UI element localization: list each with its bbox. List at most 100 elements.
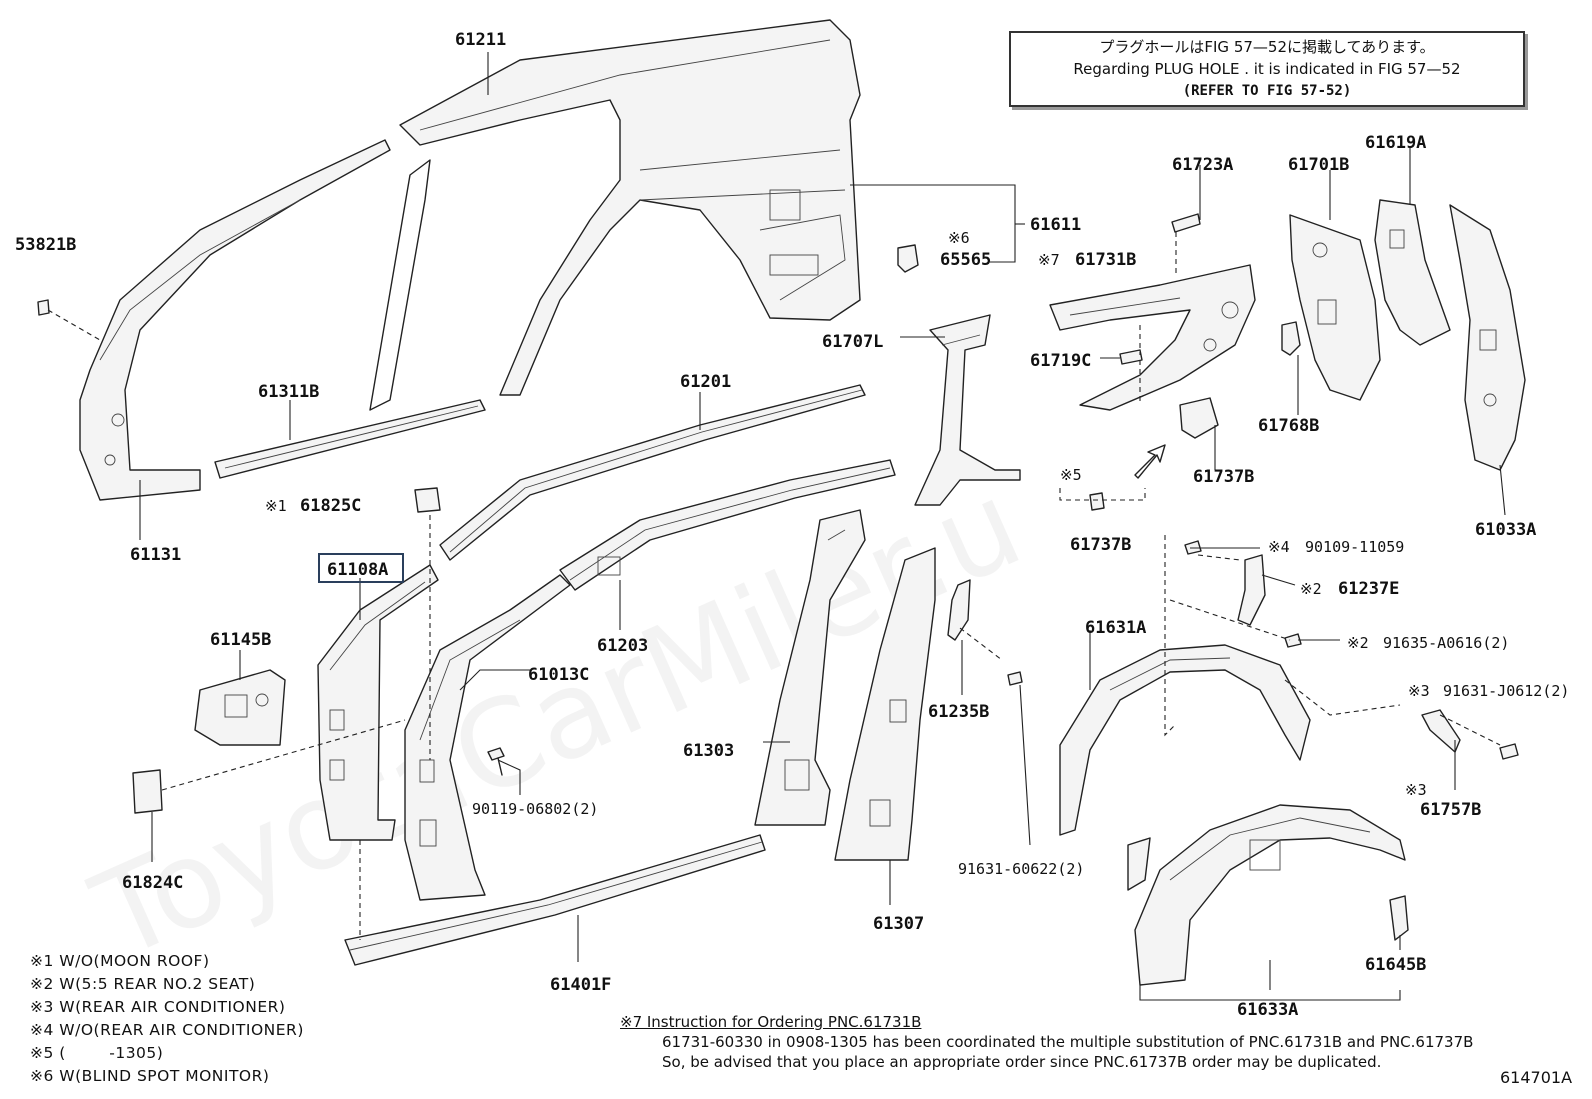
part-shape-61201 [439, 384, 866, 561]
part-shape-61311B [214, 399, 486, 479]
prefix-61825C: ※1 [265, 497, 287, 515]
prefix-91635: ※2 [1347, 634, 1369, 652]
legend-item: ※3 W(REAR AIR CONDITIONER) [30, 998, 286, 1016]
part-labels: 61211 61611 ※6 65565 53821B 61311B 61131… [15, 30, 1569, 1020]
label-61211[interactable]: 61211 [455, 30, 506, 50]
highlight-selected-part [318, 553, 404, 583]
part-shape-61824C [132, 769, 163, 814]
part-shape-61701B [1289, 214, 1381, 401]
label-53821B[interactable]: 53821B [15, 235, 76, 255]
part-shape-61033A [1449, 204, 1526, 471]
prefix-65565: ※6 [948, 229, 970, 247]
leader-lines [139, 52, 1506, 1001]
part-shape-61737B-small [1089, 492, 1105, 511]
legend-item: ※5 ( -1305) [30, 1044, 164, 1062]
label-91631-60622[interactable]: 91631-60622(2) [958, 860, 1084, 878]
part-shape-61631A [1059, 644, 1311, 836]
part-shape-61145B [194, 669, 286, 746]
label-61825C[interactable]: 61825C [300, 496, 361, 516]
legend-item: ※2 W(5:5 REAR NO.2 SEAT) [30, 975, 256, 993]
instruction-line-1: 61731-60330 in 0908-1305 has been coordi… [662, 1033, 1474, 1051]
part-shape-53821B [37, 299, 50, 316]
label-61401F[interactable]: 61401F [550, 975, 611, 995]
part-shape-screw-60622 [1007, 671, 1023, 686]
instruction-title: ※7 Instruction for Ordering PNC.61731B [620, 1013, 922, 1031]
label-61633A[interactable]: 61633A [1237, 1000, 1298, 1020]
plug-hole-notice: プラグホールはFIG 57—52に掲載してあります。 Regarding PLU… [1009, 31, 1525, 107]
label-65565[interactable]: 65565 [940, 250, 991, 270]
part-shape-61723A [1171, 213, 1201, 233]
notice-line-en: Regarding PLUG HOLE . it is indicated in… [1073, 60, 1461, 78]
part-shape-61731B [1049, 264, 1256, 411]
label-61108A[interactable]: 61108A [327, 560, 388, 580]
part-shape-61131 [79, 139, 391, 501]
part-shape-91635 [1284, 633, 1302, 648]
prefix-91631-J0612: ※3 [1408, 682, 1430, 700]
label-61631A[interactable]: 61631A [1085, 618, 1146, 638]
prefix-61731B: ※7 [1038, 251, 1060, 269]
label-61757B[interactable]: 61757B [1420, 800, 1481, 820]
label-61201[interactable]: 61201 [680, 372, 731, 392]
notice-line-jp: プラグホールはFIG 57—52に掲載してあります。 [1099, 38, 1435, 56]
label-91635[interactable]: 91635-A0616(2) [1383, 634, 1509, 652]
part-shape-61237E [1237, 554, 1266, 626]
part-shape-61235B [947, 579, 971, 641]
ordering-instruction: ※7 Instruction for Ordering PNC.61731B 6… [620, 1012, 1473, 1072]
part-shape-61645-left-bracket [1127, 837, 1151, 891]
part-shape-91631-J0612 [1499, 743, 1519, 760]
direction-arrow [1134, 444, 1166, 479]
label-61723A[interactable]: 61723A [1172, 155, 1233, 175]
part-shape-65565 [897, 244, 919, 273]
prefix-90109: ※4 [1268, 538, 1290, 556]
footnote-legend: ※1 W/O(MOON ROOF) ※2 W(5:5 REAR NO.2 SEA… [30, 950, 304, 1088]
label-61737B-top[interactable]: 61737B [1193, 467, 1254, 487]
label-61237E[interactable]: 61237E [1338, 579, 1399, 599]
dashed-alignment-lines [47, 232, 1501, 940]
part-shape-61307 [834, 547, 936, 861]
part-shape-61825C [414, 487, 441, 513]
label-61619A[interactable]: 61619A [1365, 133, 1426, 153]
label-61203[interactable]: 61203 [597, 636, 648, 656]
part-shape-61768B [1281, 321, 1301, 356]
label-91631-J0612[interactable]: 91631-J0612(2) [1443, 682, 1569, 700]
label-61611[interactable]: 61611 [1030, 215, 1081, 235]
label-90119[interactable]: 90119-06802(2) [472, 800, 598, 818]
prefix-61757B: ※3 [1405, 781, 1427, 799]
label-90109[interactable]: 90109-11059 [1305, 538, 1404, 556]
part-shape-61303 [754, 509, 866, 826]
part-shape-61757B [1421, 709, 1461, 753]
part-shape-61203 [559, 459, 896, 591]
part-shape-61619A [1374, 199, 1451, 346]
prefix-61737B-low: ※5 [1060, 466, 1082, 484]
legend-item: ※6 W(BLIND SPOT MONITOR) [30, 1067, 270, 1085]
part-shape-61633A [1134, 804, 1406, 986]
label-61033A[interactable]: 61033A [1475, 520, 1536, 540]
label-61303[interactable]: 61303 [683, 741, 734, 761]
label-61645B[interactable]: 61645B [1365, 955, 1426, 975]
notice-line-ref: (REFER TO FIG 57-52) [1182, 83, 1352, 99]
label-61145B[interactable]: 61145B [210, 630, 271, 650]
legend-item: ※1 W/O(MOON ROOF) [30, 952, 210, 970]
label-61235B[interactable]: 61235B [928, 702, 989, 722]
label-61131[interactable]: 61131 [130, 545, 181, 565]
label-61719C[interactable]: 61719C [1030, 351, 1091, 371]
legend-item: ※4 W/O(REAR AIR CONDITIONER) [30, 1021, 304, 1039]
label-61311B[interactable]: 61311B [258, 382, 319, 402]
part-shape-61737B [1179, 397, 1219, 439]
part-shape-61401F [344, 834, 766, 966]
part-shape-61108A [317, 564, 439, 841]
figure-code: 614701A [1500, 1068, 1573, 1087]
part-shape-61707L [914, 314, 1021, 506]
label-61701B[interactable]: 61701B [1288, 155, 1349, 175]
label-61707L[interactable]: 61707L [822, 332, 883, 352]
label-61013C[interactable]: 61013C [528, 665, 589, 685]
label-61731B[interactable]: 61731B [1075, 250, 1136, 270]
label-61307[interactable]: 61307 [873, 914, 924, 934]
label-61824C[interactable]: 61824C [122, 873, 183, 893]
part-shape-61211 [369, 19, 861, 411]
label-61737B-low[interactable]: 61737B [1070, 535, 1131, 555]
prefix-61237E: ※2 [1300, 580, 1322, 598]
label-61768B[interactable]: 61768B [1258, 416, 1319, 436]
part-shape-61719C [1119, 349, 1143, 365]
